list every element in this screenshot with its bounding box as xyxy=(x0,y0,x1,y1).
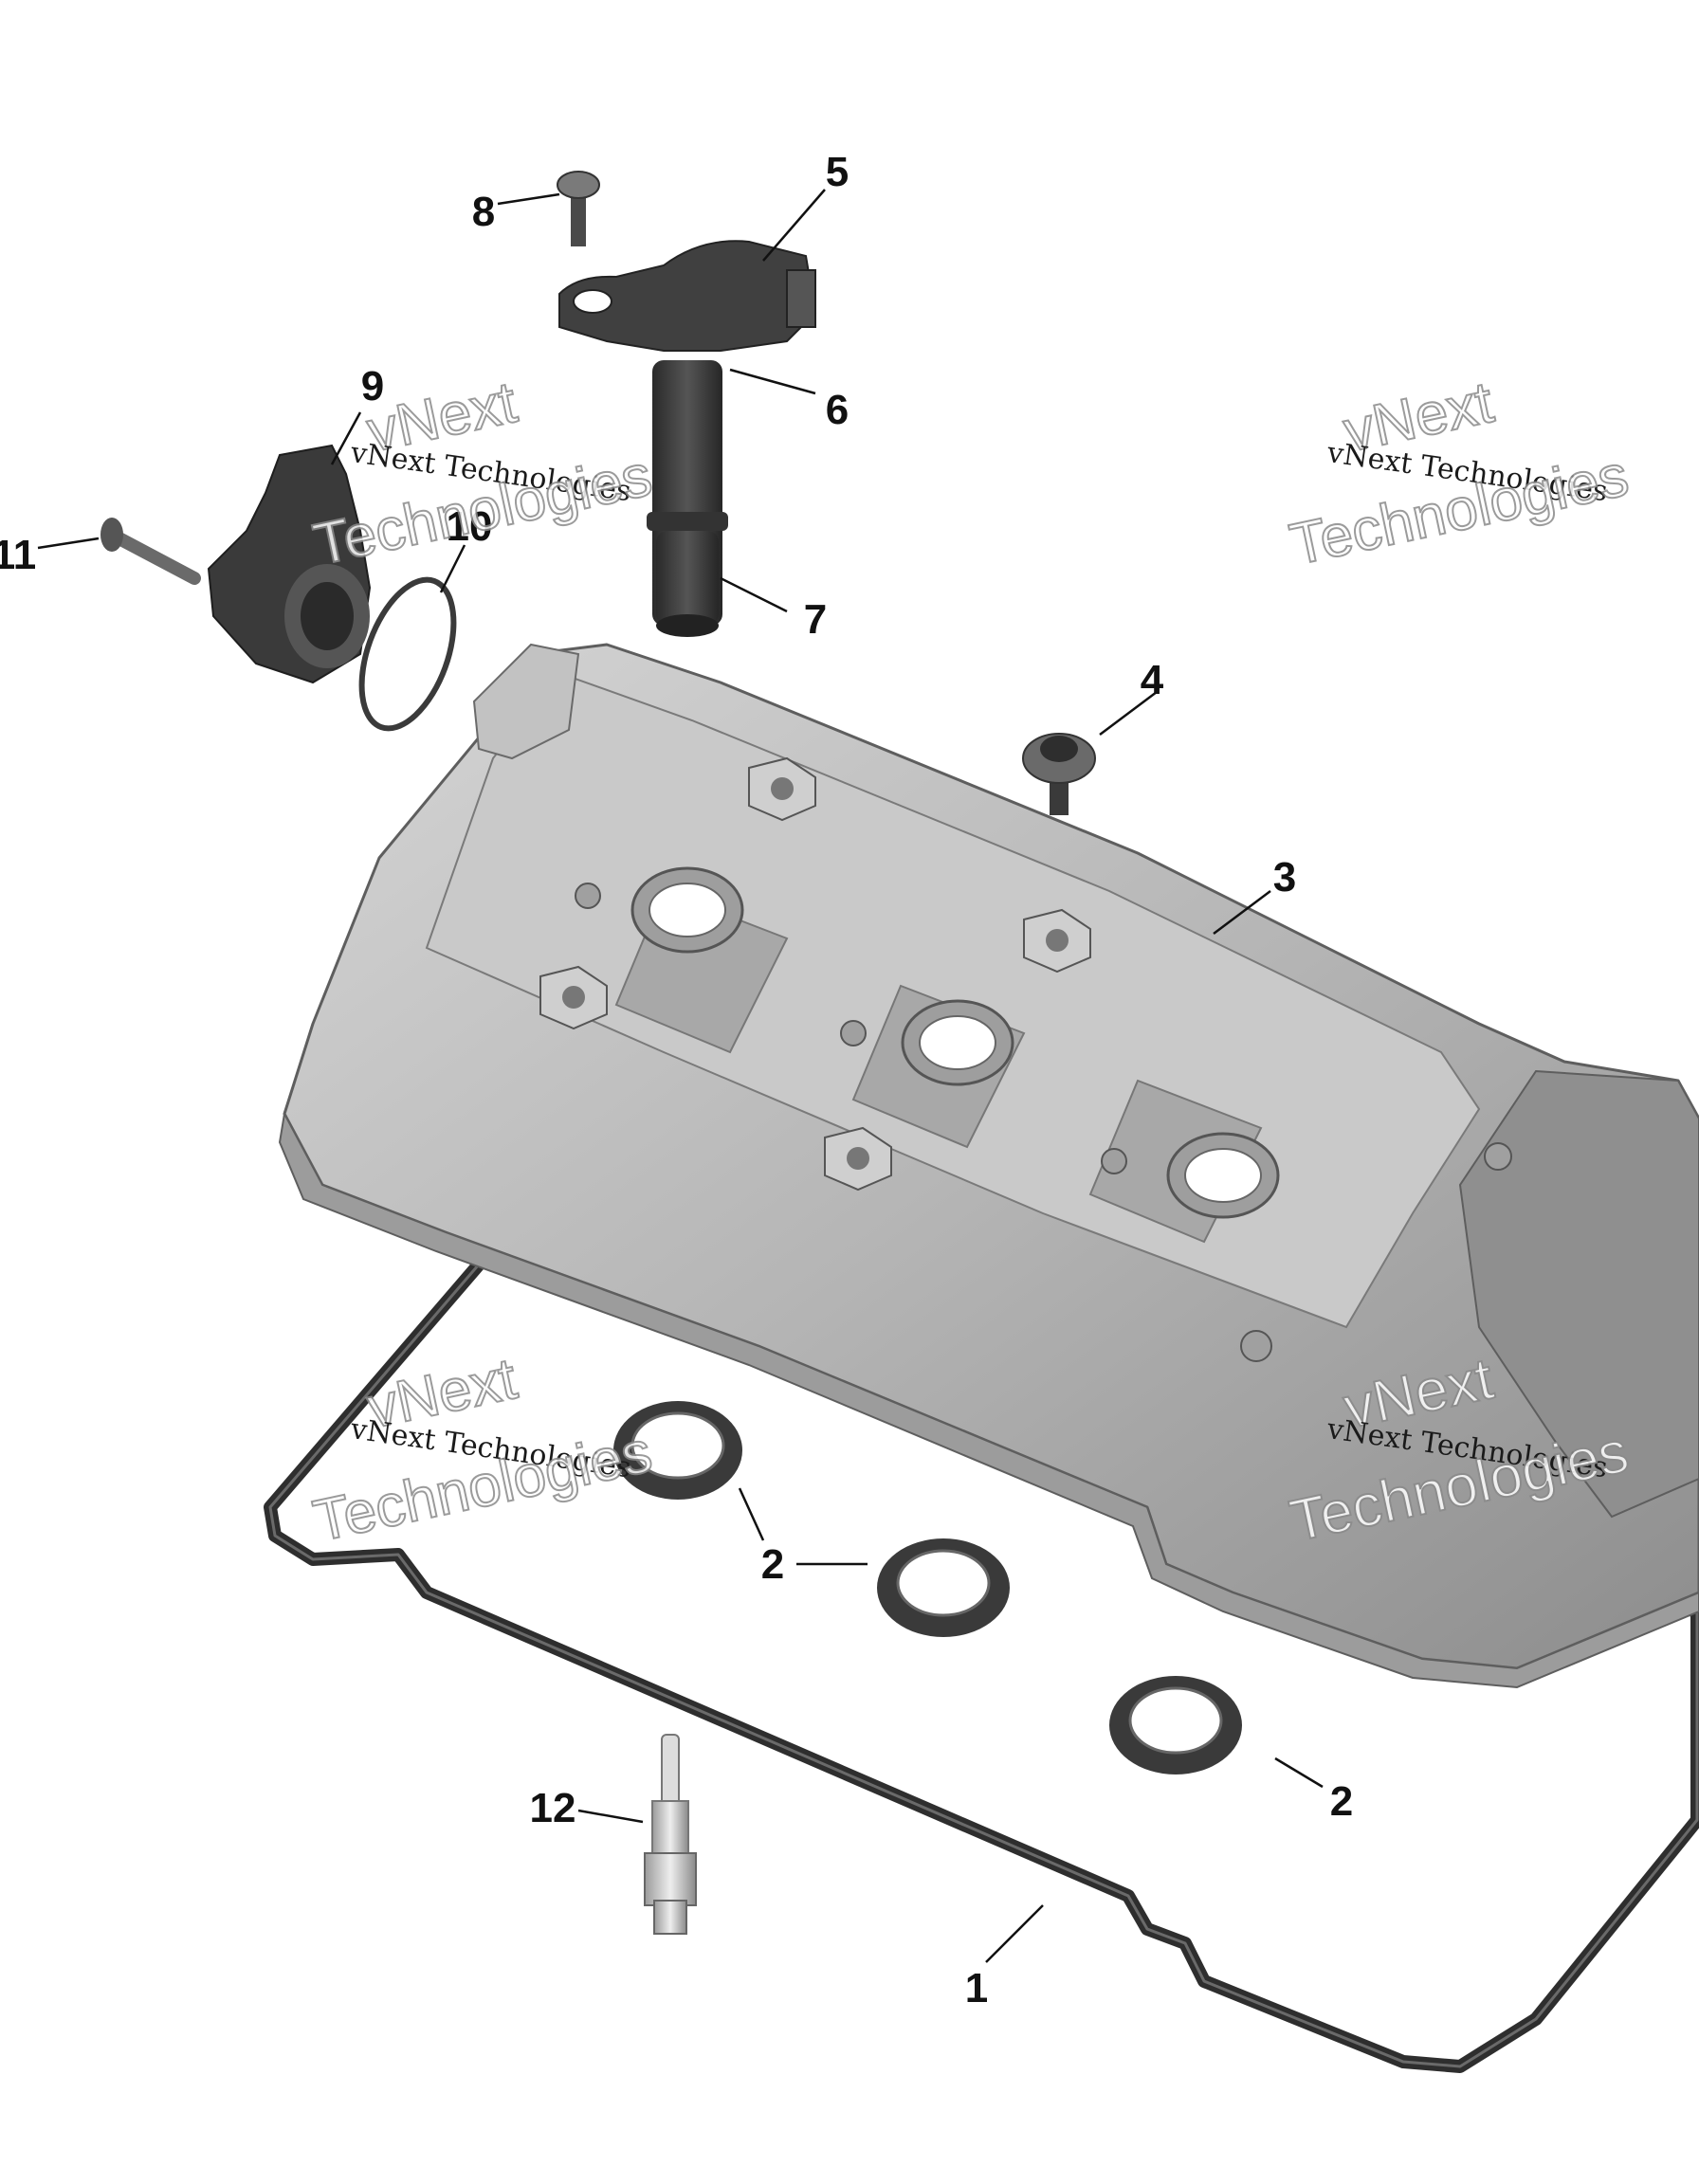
sensor-bolt xyxy=(100,518,201,585)
leader-8 xyxy=(497,192,560,206)
leader-3 xyxy=(1213,890,1271,935)
callout-2: 2 xyxy=(761,1541,784,1588)
callout-3: 3 xyxy=(1273,854,1296,901)
watermark-top-left: vNext vNext Technologies Technologies xyxy=(307,369,658,579)
hex-boss xyxy=(1023,908,1091,974)
leader-12 xyxy=(577,1809,644,1824)
seal-ring-3 xyxy=(1109,1676,1242,1774)
hex-boss xyxy=(748,756,816,822)
leader-9 xyxy=(330,411,362,465)
plug-hole-1 xyxy=(630,866,744,954)
callout-1: 1 xyxy=(965,1965,988,2011)
callout-11: 11 xyxy=(0,532,36,578)
coil-bolt xyxy=(557,171,600,246)
leader-lines xyxy=(37,189,1324,1963)
callout-10: 10 xyxy=(447,503,493,550)
seal-ring-2 xyxy=(877,1538,1010,1637)
leader-5 xyxy=(762,189,826,262)
valve-cover xyxy=(278,643,1699,1689)
leader-2a xyxy=(738,1487,765,1541)
leader-1 xyxy=(985,1904,1044,1963)
cover-bolt xyxy=(1022,733,1096,815)
watermark-top-right: vNext vNext Technologies Technologies xyxy=(1284,369,1635,579)
callout-7: 7 xyxy=(804,596,827,643)
leader-2c xyxy=(1274,1756,1324,1789)
spark-plug xyxy=(644,1734,697,1935)
leader-6 xyxy=(729,368,816,395)
callout-6: 6 xyxy=(826,387,849,433)
callout-9: 9 xyxy=(361,363,384,410)
leader-11 xyxy=(37,537,100,550)
plug-hole-3 xyxy=(1166,1132,1280,1219)
hex-boss xyxy=(824,1126,892,1192)
seal-ring-1 xyxy=(613,1401,742,1500)
callout-5: 5 xyxy=(826,149,849,195)
leader-7 xyxy=(720,576,788,613)
hex-boss xyxy=(539,965,608,1030)
leader-4 xyxy=(1099,691,1158,736)
leader-10 xyxy=(439,544,466,593)
watermark-bottom-left: vNext vNext Technologies Technologies xyxy=(307,1345,658,1556)
callout-4: 4 xyxy=(1141,657,1164,703)
plug-hole-2 xyxy=(901,999,1014,1086)
o-ring xyxy=(358,576,457,732)
callouts: 1 2 2 3 4 5 6 7 8 9 10 11 12 xyxy=(0,149,1353,2011)
ignition-coil xyxy=(558,240,817,637)
callout-2: 2 xyxy=(1330,1778,1353,1825)
callout-8: 8 xyxy=(472,189,495,235)
callout-12: 12 xyxy=(530,1785,576,1831)
sensor xyxy=(207,444,372,684)
